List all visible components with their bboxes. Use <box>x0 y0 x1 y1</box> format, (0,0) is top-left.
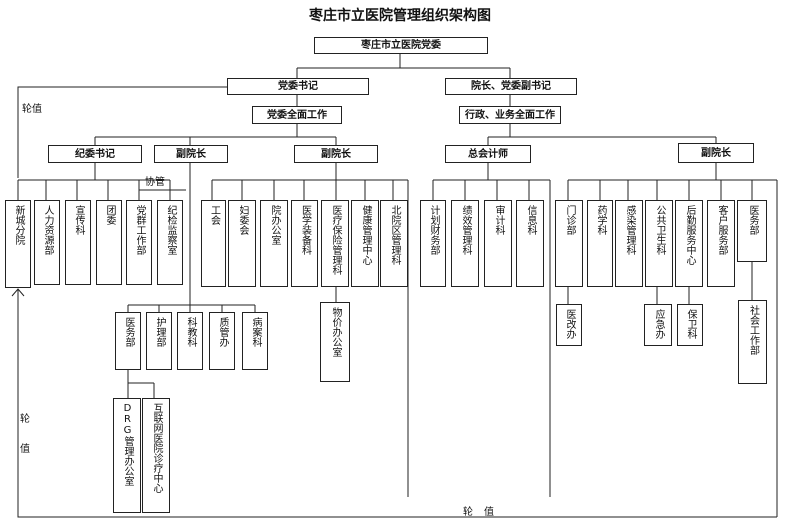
dept-drg: DRG管理办公室 <box>113 398 141 513</box>
dept-xincheng-branch: 新城分院 <box>5 200 31 288</box>
dept-price: 物价办公室 <box>320 302 350 382</box>
dept-outpatient: 门诊部 <box>555 200 583 287</box>
dept-party-office: 党群工作部 <box>126 200 152 285</box>
discipline-secretary-box: 纪委书记 <box>48 145 142 163</box>
dept-performance: 绩效管理科 <box>451 200 479 287</box>
dept-north-campus: 北院区管理科 <box>380 200 408 287</box>
dept-internet: 互联网医院诊疗中心 <box>142 398 170 513</box>
dept-office: 院办公室 <box>260 200 288 287</box>
chart-title: 枣庄市立医院管理组织架构图 <box>309 8 491 24</box>
dept-nursing: 护理部 <box>146 312 172 370</box>
dept-case: 病案科 <box>242 312 268 370</box>
rotate-label-top: 轮值 <box>22 104 42 115</box>
dept-security: 保卫科 <box>677 304 703 346</box>
dept-insurance: 医疗保险管理科 <box>321 200 349 287</box>
dept-social-work: 社会工作部 <box>738 300 767 384</box>
dept-pharmacy: 药学科 <box>587 200 613 287</box>
dept-medical: 医务部 <box>115 312 141 370</box>
party-secretary-box: 党委书记 <box>227 78 369 95</box>
dept-customer: 客户服务部 <box>707 200 735 287</box>
dept-discipline-office: 纪检监察室 <box>157 200 183 285</box>
assist-label: 协管 <box>145 177 165 188</box>
president-box: 院长、党委副书记 <box>445 78 577 95</box>
dept-science: 科教科 <box>177 312 203 370</box>
dept-union: 工会 <box>201 200 226 287</box>
party-work-box: 党委全面工作 <box>252 106 342 124</box>
dept-quality: 质管办 <box>209 312 235 370</box>
vice-president-box-3: 副院长 <box>678 143 754 163</box>
dept-public-health: 公共卫生科 <box>645 200 673 287</box>
chief-accountant-box: 总会计师 <box>445 145 531 163</box>
dept-reform: 医改办 <box>556 304 582 346</box>
dept-emergency: 应急办 <box>644 304 672 346</box>
dept-women: 妇委会 <box>228 200 256 287</box>
dept-league: 团委 <box>96 200 122 285</box>
dept-finance: 计划财务部 <box>420 200 446 287</box>
dept-info: 信息科 <box>516 200 544 287</box>
dept-audit: 审计科 <box>484 200 512 287</box>
rotate-label-bottom-a: 轮 <box>463 507 473 518</box>
dept-medical-right: 医务部 <box>737 200 767 262</box>
admin-work-box: 行政、业务全面工作 <box>459 106 561 124</box>
dept-infection: 感染管理科 <box>615 200 643 287</box>
dept-health-center: 健康管理中心 <box>351 200 379 287</box>
vice-president-box-1: 副院长 <box>154 145 228 163</box>
party-committee-box: 枣庄市立医院党委 <box>314 37 488 54</box>
rotate-label-left-a: 轮 <box>20 414 30 425</box>
rotate-label-left-b: 值 <box>20 444 30 455</box>
dept-hr: 人力资源部 <box>34 200 60 285</box>
rotate-label-bottom-b: 值 <box>484 507 494 518</box>
dept-logistics: 后勤服务中心 <box>675 200 703 287</box>
dept-ethics: 医学装备科 <box>291 200 318 287</box>
vice-president-box-2: 副院长 <box>294 145 378 163</box>
dept-publicity: 宣传科 <box>65 200 91 285</box>
